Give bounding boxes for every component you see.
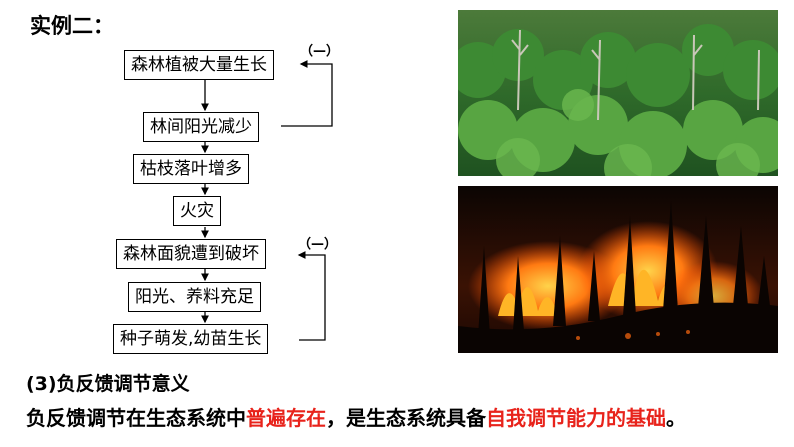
feedback-loop-bottom [297,251,326,341]
flow-step-label: 枯枝落叶增多 [140,159,242,179]
flow-step-1: 森林植被大量生长 [124,50,274,80]
forest-fire-photo [458,186,778,353]
desc-text-2: ，是生态系统具备 [326,406,486,430]
flow-step-label: 森林面貌遭到破坏 [123,244,259,264]
flow-step-label: 森林植被大量生长 [131,55,267,75]
flow-step-label: 阳光、养料充足 [135,287,254,307]
flow-step-label: 火灾 [180,201,214,221]
page-title: 实例二： [30,14,114,38]
feedback-sign-bottom: （—） [298,237,338,252]
feedback-loop-top [281,60,333,127]
flow-step-5: 森林面貌遭到破坏 [116,239,266,269]
flow-step-3: 枯枝落叶增多 [133,154,249,184]
feedback-sign-top: （—） [300,44,340,59]
flow-step-7: 种子萌发,幼苗生长 [113,324,269,354]
flow-step-label: 林间阳光减少 [150,117,252,137]
desc-highlight-1: 普遍存在 [246,406,326,430]
flow-step-label: 种子萌发,幼苗生长 [120,329,262,349]
flow-step-4: 火灾 [173,196,221,226]
desc-highlight-2: 自我调节能力的基础 [486,406,666,430]
forest-photo [458,10,778,176]
flow-step-2: 林间阳光减少 [143,112,259,142]
section-description: 负反馈调节在生态系统中普遍存在，是生态系统具备自我调节能力的基础。 [26,402,686,431]
section-heading: (3)负反馈调节意义 [26,373,190,395]
desc-text-3: 。 [666,406,686,430]
flow-step-6: 阳光、养料充足 [128,282,261,312]
desc-text-1: 负反馈调节在生态系统中 [26,406,246,430]
